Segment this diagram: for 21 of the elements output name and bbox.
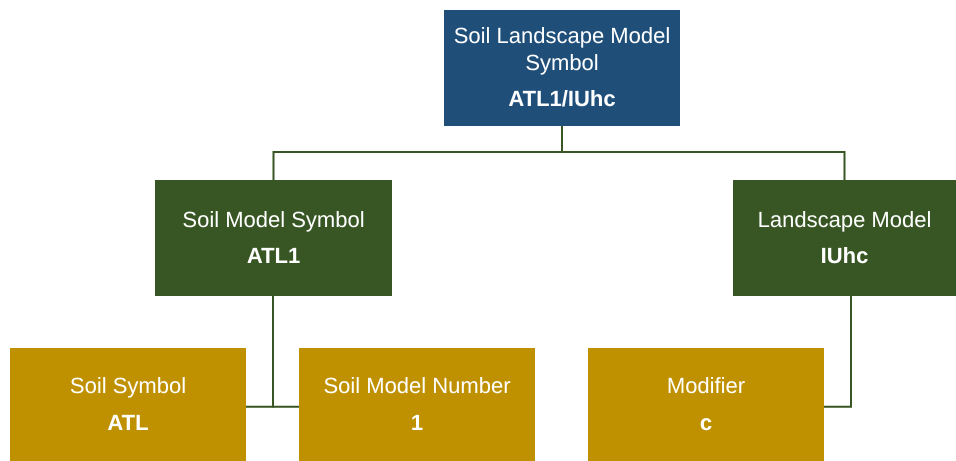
box-code: ATL1 [246,243,300,270]
box-title: Soil Landscape Model Symbol [452,23,672,76]
hierarchy-box [10,348,246,461]
box-title: Soil Symbol [70,373,186,400]
box-code: 1 [410,410,424,436]
connector-line [272,296,299,408]
hierarchy-box [733,180,956,296]
box-code: c [700,410,712,436]
box-code: IUhc [820,243,868,270]
box-title: Soil Model Symbol [182,206,365,233]
connector-line [561,126,846,180]
hierarchy-box [588,348,824,461]
hierarchy-box [299,348,535,461]
hierarchy-box [155,180,392,296]
hierarchy-box [444,10,680,126]
connector-line [824,296,852,408]
box-title: Soil Model Number [323,373,511,400]
box-code: ATL [107,410,149,436]
box-code: ATL1/IUhc [508,86,616,113]
box-title: Modifier [666,373,746,400]
box-title: Landscape Model [758,206,932,233]
